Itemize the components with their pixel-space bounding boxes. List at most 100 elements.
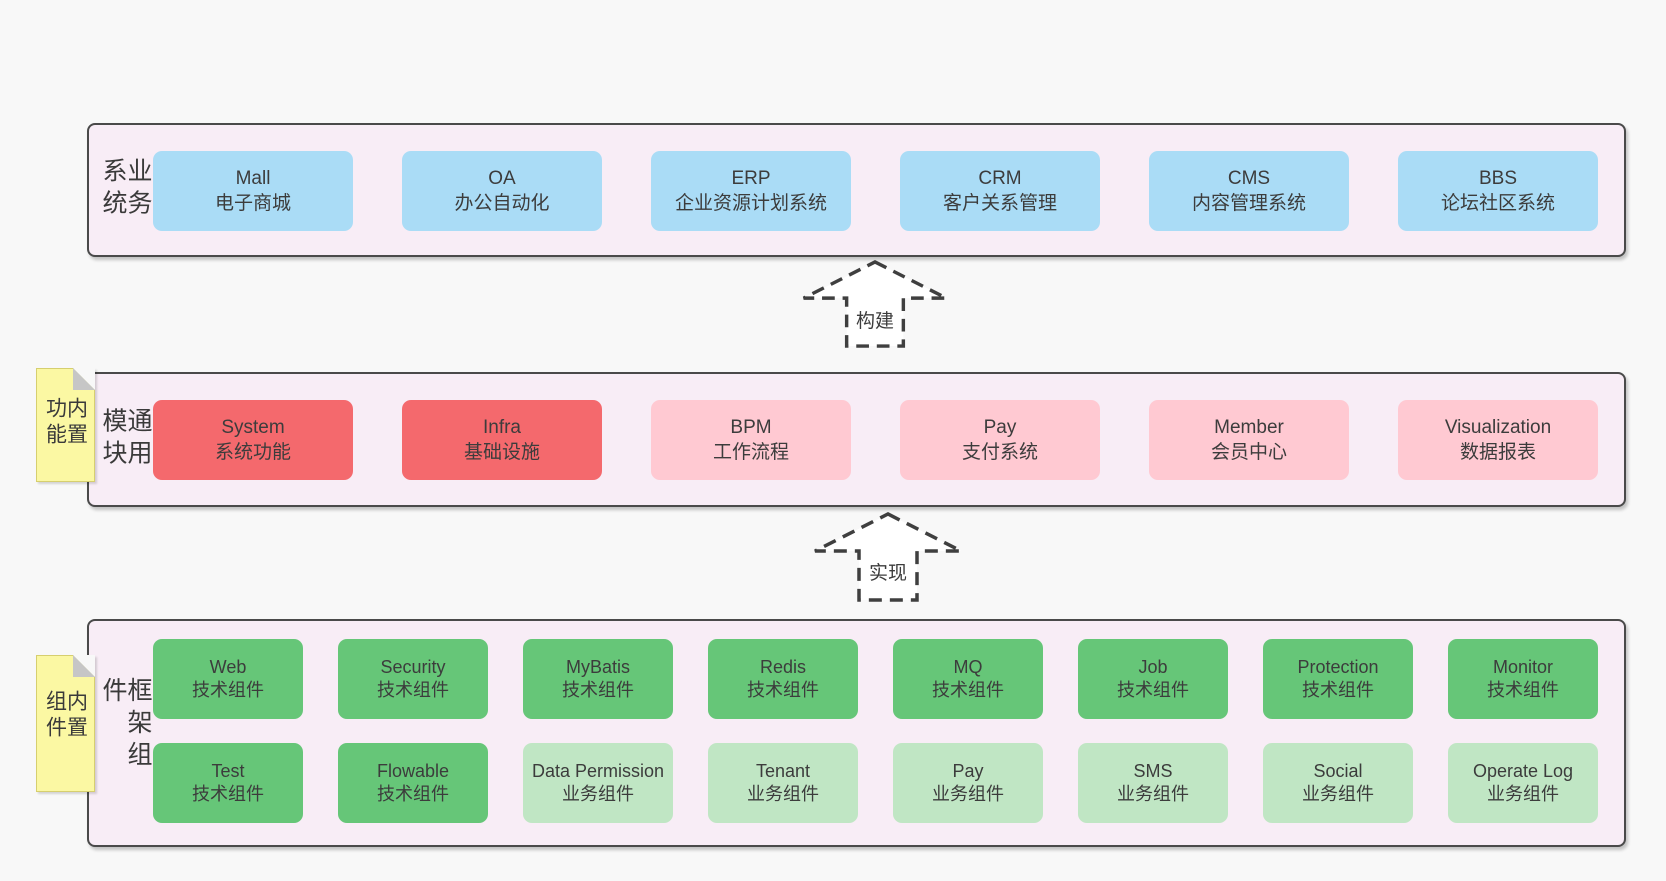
box-en: Visualization xyxy=(1444,417,1552,438)
box-zh: 业务组件 xyxy=(1117,784,1189,804)
box-zh: 技术组件 xyxy=(1302,680,1374,700)
box-en: BPM xyxy=(730,417,772,438)
box-en: System xyxy=(221,417,285,438)
box-infra: Infra 基础设施 xyxy=(402,400,602,480)
box-web: Web 技术组件 xyxy=(153,639,303,719)
box-en: Redis xyxy=(759,657,807,677)
sticky-label: 内置功能 xyxy=(43,397,88,449)
box-zh: 基础设施 xyxy=(463,442,540,463)
box-oa: OA 办公自动化 xyxy=(402,151,602,231)
box-en: Pay xyxy=(983,417,1017,438)
box-zh: 业务组件 xyxy=(562,784,634,804)
box-bpm: BPM 工作流程 xyxy=(651,400,851,480)
box-monitor: Monitor 技术组件 xyxy=(1448,639,1598,719)
box-en: Flowable xyxy=(376,761,450,781)
box-zh: 论坛社区系统 xyxy=(1440,193,1555,214)
sticky-label: 内置组件 xyxy=(43,689,88,742)
band-framework-components: 框架组件 Web 技术组件 Security 技术组件 MyBatis 技术组件… xyxy=(87,619,1626,847)
box-mq: MQ 技术组件 xyxy=(893,639,1043,719)
box-tenant: Tenant 业务组件 xyxy=(708,743,858,823)
box-en: Monitor xyxy=(1492,657,1554,677)
box-zh: 业务组件 xyxy=(1302,784,1374,804)
box-mall: Mall 电子商城 xyxy=(153,151,353,231)
box-erp: ERP 企业资源计划系统 xyxy=(651,151,851,231)
box-sms: SMS 业务组件 xyxy=(1078,743,1228,823)
box-zh: 技术组件 xyxy=(192,784,264,804)
band-common-modules: 通用模块 System 系统功能 Infra 基础设施 BPM 工作流程 Pay… xyxy=(87,372,1626,507)
box-zh: 支付系统 xyxy=(961,442,1038,463)
box-zh: 技术组件 xyxy=(562,680,634,700)
box-en: Web xyxy=(209,657,247,677)
box-zh: 业务组件 xyxy=(932,784,1004,804)
box-en: Pay xyxy=(952,761,984,781)
box-en: Test xyxy=(211,761,245,781)
box-en: Job xyxy=(1138,657,1168,677)
box-zh: 系统功能 xyxy=(214,442,291,463)
components-row-1: Web 技术组件 Security 技术组件 MyBatis 技术组件 Redi… xyxy=(153,639,1598,719)
box-en: OA xyxy=(488,168,516,189)
business-box-row: Mall 电子商城 OA 办公自动化 ERP 企业资源计划系统 CRM 客户关系… xyxy=(153,151,1598,231)
box-en: BBS xyxy=(1478,168,1518,189)
band-label-business: 业务系统 xyxy=(99,157,152,222)
band-label-modules: 通用模块 xyxy=(99,406,152,471)
sticky-note-builtin-components: 内置组件 xyxy=(36,655,95,792)
box-zh: 数据报表 xyxy=(1459,442,1536,463)
box-visualization: Visualization 数据报表 xyxy=(1398,400,1598,480)
box-en: MQ xyxy=(953,657,983,677)
box-zh: 业务组件 xyxy=(1487,784,1559,804)
box-zh: 办公自动化 xyxy=(454,193,550,214)
sticky-note-builtin-functions: 内置功能 xyxy=(36,368,95,482)
box-en: Data Permission xyxy=(531,761,665,781)
box-crm: CRM 客户关系管理 xyxy=(900,151,1100,231)
box-zh: 电子商城 xyxy=(214,193,291,214)
box-operate-log: Operate Log 业务组件 xyxy=(1448,743,1598,823)
box-bbs: BBS 论坛社区系统 xyxy=(1398,151,1598,231)
box-pay-system: Pay 支付系统 xyxy=(900,400,1100,480)
box-en: Member xyxy=(1214,417,1284,438)
box-en: Protection xyxy=(1297,657,1379,677)
box-en: MyBatis xyxy=(565,657,630,677)
box-en: Tenant xyxy=(755,761,811,781)
box-en: Mall xyxy=(235,168,271,189)
box-zh: 技术组件 xyxy=(1117,680,1189,700)
implement-arrow: 实现 xyxy=(813,512,963,602)
box-system: System 系统功能 xyxy=(153,400,353,480)
implement-arrow-label: 实现 xyxy=(865,558,911,585)
box-en: Social xyxy=(1313,761,1363,781)
box-en: Infra xyxy=(482,417,522,438)
up-arrow-dashed-icon xyxy=(802,260,948,348)
box-en: Operate Log xyxy=(1472,761,1574,781)
box-zh: 技术组件 xyxy=(747,680,819,700)
box-zh: 会员中心 xyxy=(1210,442,1287,463)
box-test: Test 技术组件 xyxy=(153,743,303,823)
band-business-systems: 业务系统 Mall 电子商城 OA 办公自动化 ERP 企业资源计划系统 CRM… xyxy=(87,123,1626,257)
box-en: ERP xyxy=(731,168,771,189)
box-redis: Redis 技术组件 xyxy=(708,639,858,719)
box-zh: 技术组件 xyxy=(377,784,449,804)
box-data-permission: Data Permission 业务组件 xyxy=(523,743,673,823)
box-zh: 技术组件 xyxy=(932,680,1004,700)
box-mybatis: MyBatis 技术组件 xyxy=(523,639,673,719)
box-zh: 技术组件 xyxy=(1487,680,1559,700)
box-zh: 业务组件 xyxy=(747,784,819,804)
box-zh: 技术组件 xyxy=(192,680,264,700)
box-en: SMS xyxy=(1133,761,1173,781)
box-en: CRM xyxy=(978,168,1022,189)
box-zh: 内容管理系统 xyxy=(1191,193,1306,214)
box-cms: CMS 内容管理系统 xyxy=(1149,151,1349,231)
box-zh: 客户关系管理 xyxy=(942,193,1057,214)
box-security: Security 技术组件 xyxy=(338,639,488,719)
box-social: Social 业务组件 xyxy=(1263,743,1413,823)
box-job: Job 技术组件 xyxy=(1078,639,1228,719)
components-row-2: Test 技术组件 Flowable 技术组件 Data Permission … xyxy=(153,743,1598,823)
box-protection: Protection 技术组件 xyxy=(1263,639,1413,719)
modules-box-row: System 系统功能 Infra 基础设施 BPM 工作流程 Pay 支付系统… xyxy=(153,400,1598,480)
build-arrow: 构建 xyxy=(800,260,950,348)
box-zh: 技术组件 xyxy=(377,680,449,700)
box-zh: 工作流程 xyxy=(712,442,789,463)
box-en: CMS xyxy=(1227,168,1271,189)
band-label-components: 框架组件 xyxy=(99,677,152,773)
build-arrow-label: 构建 xyxy=(852,306,898,333)
box-flowable: Flowable 技术组件 xyxy=(338,743,488,823)
